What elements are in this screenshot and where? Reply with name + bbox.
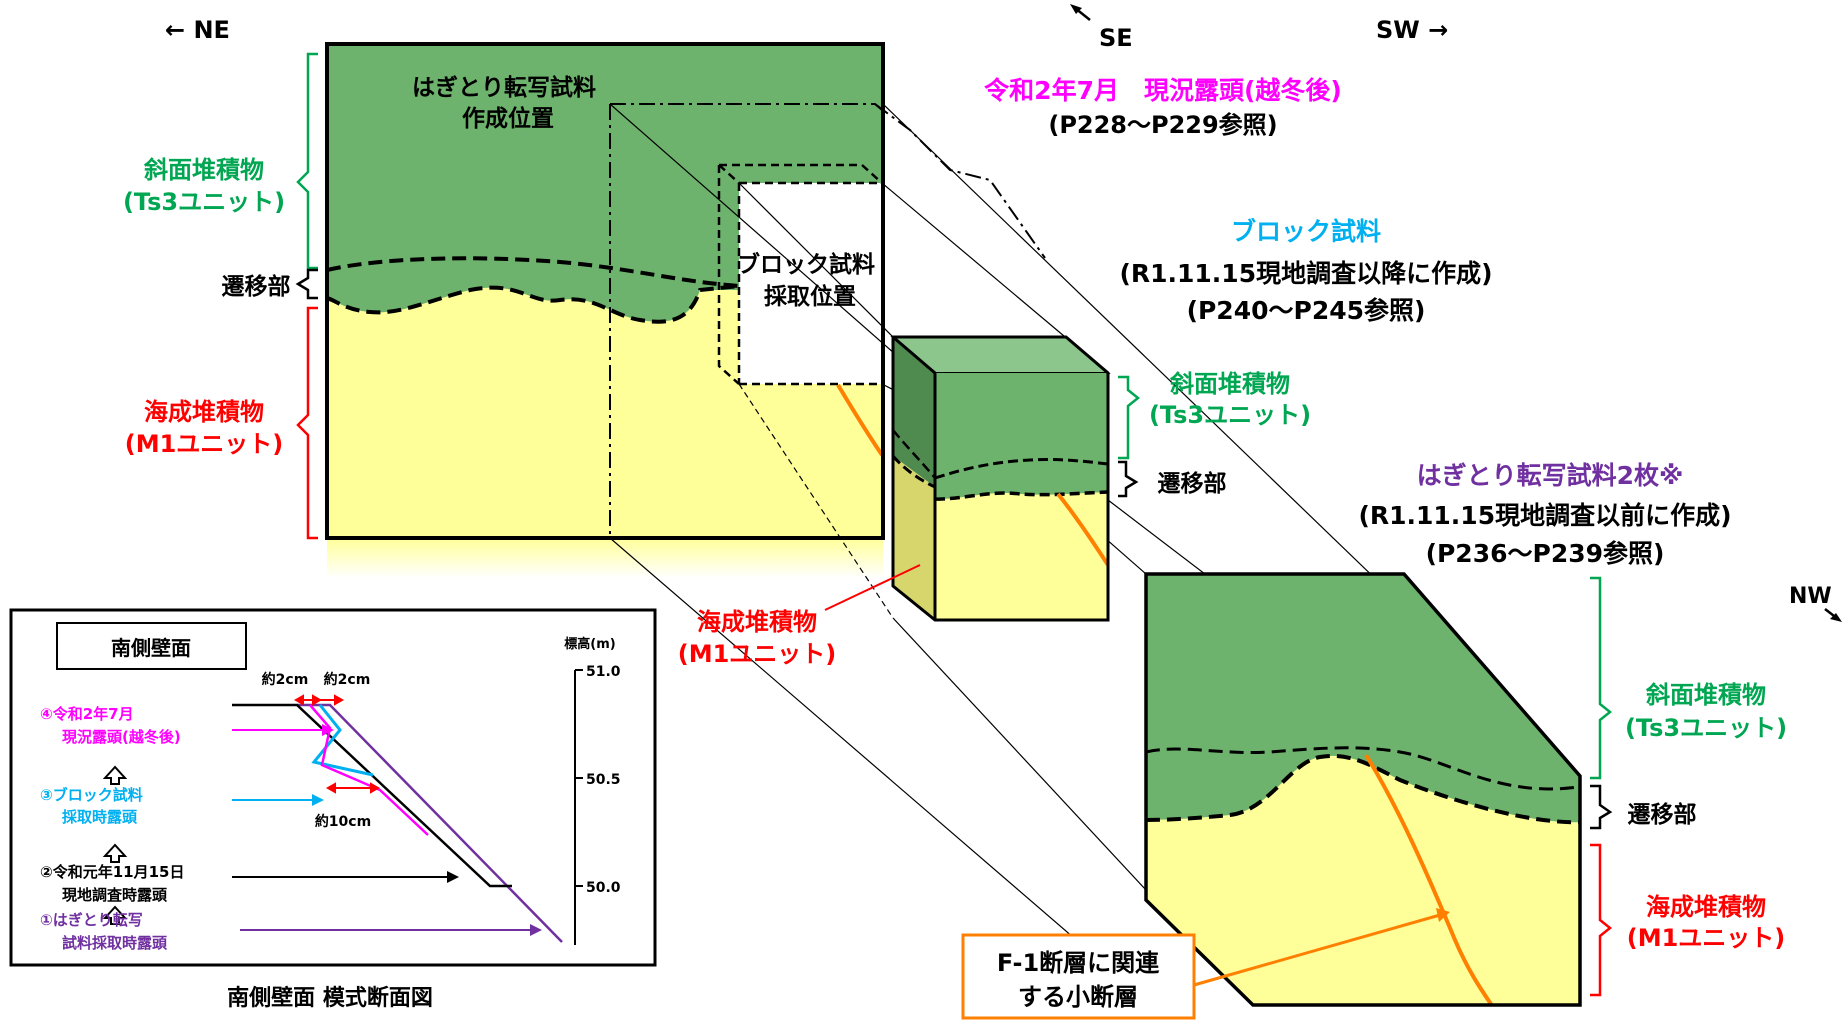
- section-inset: 南側壁面 標高(m) 51.0 50.5 50.0 約2cm 約2cm 約10c…: [9, 608, 657, 967]
- main-fault-line: [836, 383, 883, 457]
- main-marine-deposit: 海成堆積物: [144, 398, 264, 426]
- inset-tick-50-0: 50.0: [586, 880, 621, 896]
- direction-se: SE: [1099, 24, 1133, 52]
- cube-left-green: [893, 337, 935, 487]
- peel-transition: 遷移部: [1628, 801, 1697, 828]
- peel-brackets: [1590, 576, 1613, 997]
- fault-callout-line2: する小断層: [1018, 983, 1138, 1011]
- main-yellow-fade: [327, 538, 883, 578]
- inset-profile-1: [297, 703, 563, 943]
- inset-dim-2cm-b: 約2cm: [324, 671, 371, 688]
- block-brackets: [1118, 375, 1141, 498]
- peel-slope-unit: (Ts3ユニット): [1625, 714, 1787, 742]
- inset-up-arrow-2: [102, 843, 128, 863]
- fault-callout-line1: F-1断層に関連: [997, 949, 1160, 977]
- direction-nw-arrow: [1824, 608, 1842, 622]
- block-slope-deposit: 斜面堆積物: [1169, 370, 1290, 398]
- main-outcrop-panel: [325, 42, 885, 578]
- inset-profile-4: [309, 704, 429, 836]
- main-slope-deposit: 斜面堆積物: [143, 156, 264, 184]
- peel-fault-line: [1364, 753, 1497, 1005]
- block-sample-window: [739, 183, 882, 384]
- main-upper-boundary: [327, 256, 741, 288]
- inset-caption: 南側壁面 模式断面図: [227, 985, 433, 1011]
- direction-ne: ← NE: [165, 16, 230, 44]
- peel-sample-title: はぎとり転写試料2枚※: [1417, 461, 1684, 490]
- inset-up-arrow-3: [102, 905, 128, 925]
- peel-sample-subtitle: (R1.11.15現地調査以前に作成): [1358, 501, 1731, 530]
- inset-stage1: ①はぎとり転写 試料採取時露頭: [40, 911, 168, 952]
- peel-slope-deposit: 斜面堆積物: [1645, 681, 1766, 709]
- inset-dim-10cm: 約10cm: [315, 813, 371, 830]
- inset-dim-2cm: [293, 694, 381, 794]
- block-marine-unit: (M1ユニット): [678, 640, 837, 668]
- block-sample-subtitle: (R1.11.15現地調査以降に作成): [1119, 259, 1492, 288]
- cube-fault-line: [1056, 492, 1110, 567]
- peel-sample-ref: (P236～P239参照): [1426, 539, 1665, 568]
- block-sample-title: ブロック試料: [1231, 217, 1381, 246]
- block-sample-ref: (P240～P245参照): [1187, 296, 1426, 325]
- inset-tick-50-5: 50.5: [586, 772, 621, 788]
- block-position-label: ブロック試料 採取位置: [737, 251, 883, 310]
- cube-front-green: [935, 373, 1108, 499]
- inset-elev-label: 標高(m): [564, 636, 615, 652]
- inset-stage3: ③ブロック試料 採取時露頭: [40, 786, 148, 826]
- direction-nw: NW: [1789, 584, 1832, 609]
- main-marine-unit: (M1ユニット): [125, 430, 284, 458]
- inset-tick-51-0: 51.0: [586, 664, 621, 680]
- main-transition: 遷移部: [222, 273, 291, 300]
- inset-stage4: ④令和2年7月 現況露頭(越冬後): [40, 705, 181, 746]
- peel-marine-deposit: 海成堆積物: [1646, 893, 1766, 921]
- main-slope-unit: (Ts3ユニット): [123, 188, 285, 216]
- direction-sw: SW →: [1376, 16, 1448, 44]
- fault-callout: F-1断層に関連 する小断層: [961, 908, 1450, 1020]
- block-marine-deposit: 海成堆積物: [697, 608, 817, 636]
- inset-stage2: ②令和元年11月15日 現地調査時露頭: [40, 863, 190, 904]
- block-marine-leader: [824, 564, 921, 611]
- direction-se-arrow: [1070, 4, 1091, 21]
- peel-position-label: はぎとり転写試料 作成位置: [412, 74, 604, 132]
- main-left-brackets: [295, 52, 318, 540]
- current-outcrop-title: 令和2年7月 現況露頭(越冬後): [984, 76, 1342, 105]
- inset-up-arrow-1: [102, 765, 128, 785]
- current-outcrop-ref: (P228～P229参照): [1048, 111, 1277, 139]
- inset-header-box: [56, 622, 247, 670]
- main-lower-boundary: [327, 284, 741, 324]
- cube-left-yellow: [893, 456, 935, 620]
- block-sample-cube: [890, 335, 1111, 622]
- peel-sample-panel: [1144, 572, 1582, 1007]
- peel-marine-unit: (M1ユニット): [1627, 924, 1786, 952]
- inset-dim-2cm-a: 約2cm: [262, 671, 309, 688]
- block-transition: 遷移部: [1158, 470, 1227, 497]
- inset-profile-2: [232, 703, 512, 888]
- inset-header: 南側壁面: [111, 636, 191, 660]
- block-slope-unit: (Ts3ユニット): [1149, 401, 1311, 429]
